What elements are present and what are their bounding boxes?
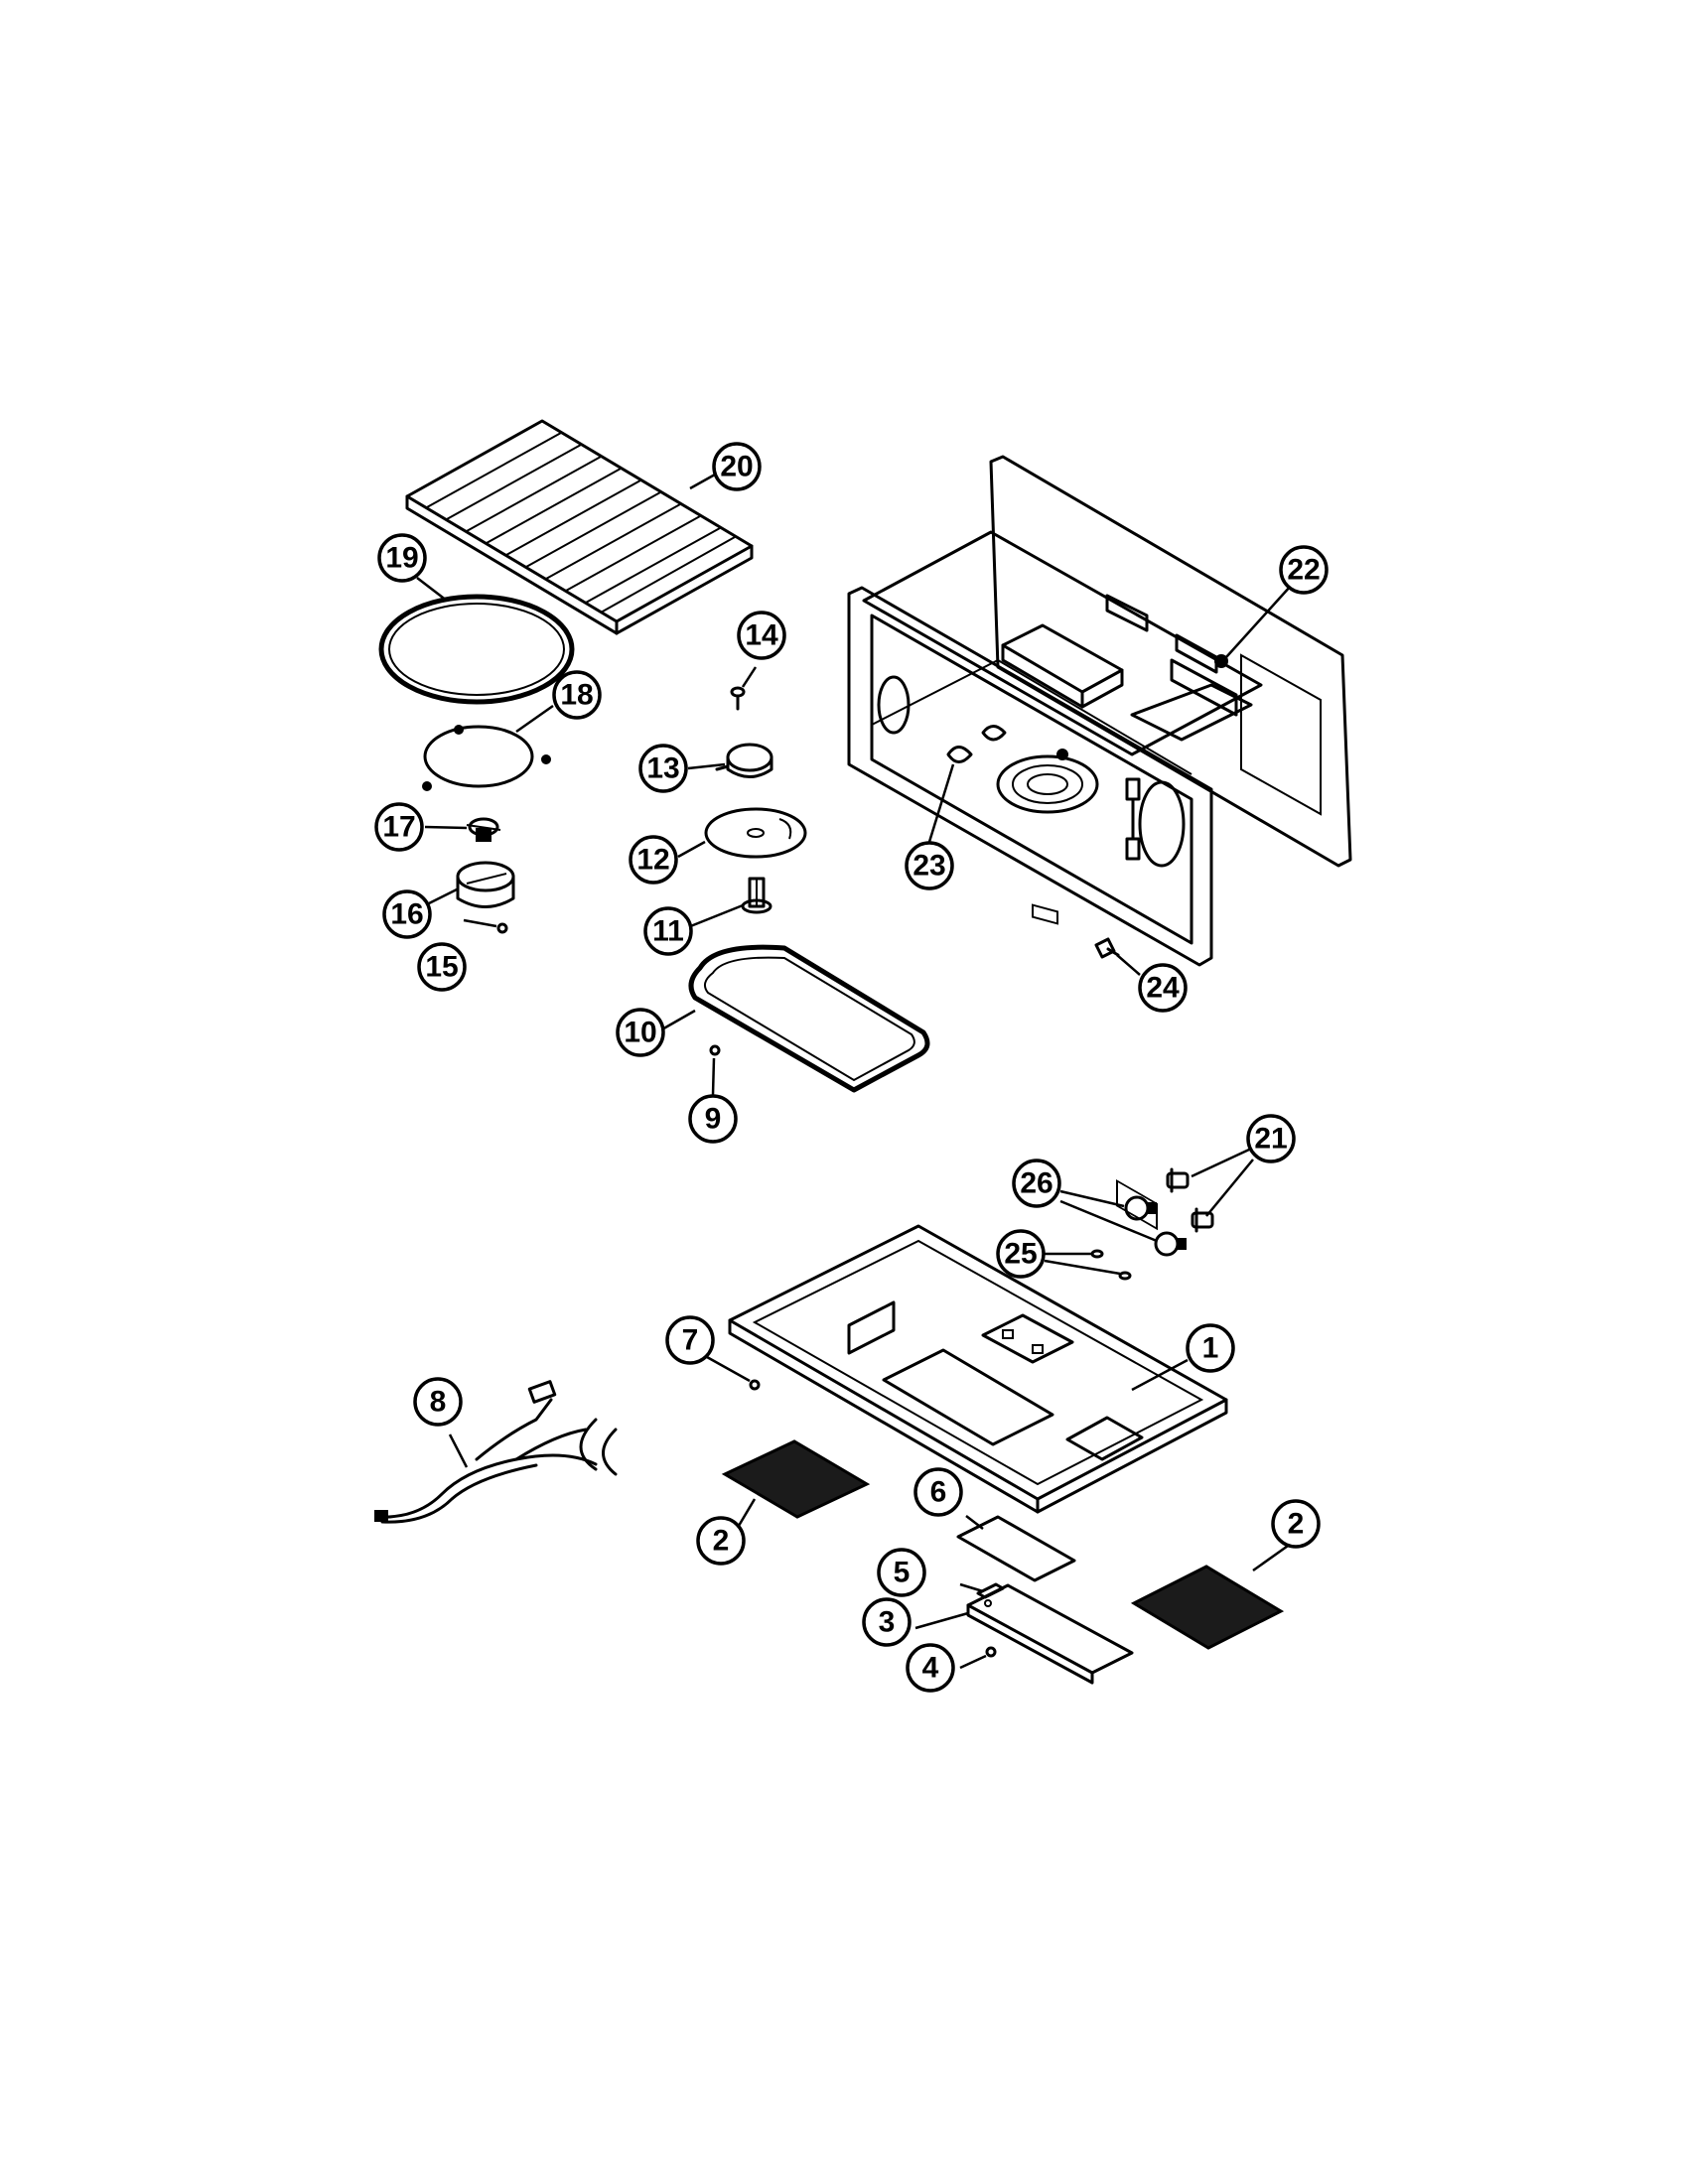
bulb-icon [1124, 1195, 1187, 1257]
grease-filter-icon [1130, 1565, 1285, 1650]
motor-icon [456, 861, 515, 908]
svg-text:11: 11 [652, 915, 684, 948]
svg-text:2: 2 [713, 1525, 730, 1558]
cabinet-icon [847, 455, 1352, 1231]
coupler-icon [741, 877, 772, 914]
lens-icon [956, 1515, 1076, 1582]
screw-icon [985, 1646, 997, 1658]
svg-text:6: 6 [930, 1476, 947, 1509]
svg-text:18: 18 [560, 679, 593, 712]
screw-icon [749, 1379, 761, 1391]
svg-text:20: 20 [720, 451, 753, 483]
callout-1: 1 [1186, 1323, 1235, 1373]
callout-19: 19 [377, 533, 427, 583]
svg-text:5: 5 [894, 1557, 911, 1589]
lamp-socket-icon [1166, 1167, 1214, 1233]
svg-text:26: 26 [1020, 1167, 1052, 1200]
svg-text:3: 3 [879, 1606, 896, 1639]
svg-text:13: 13 [646, 752, 679, 785]
callout-16: 16 [382, 889, 432, 939]
svg-text:21: 21 [1254, 1123, 1287, 1156]
turntable-motor-icon [715, 743, 773, 778]
callout-12: 12 [629, 835, 678, 885]
callout-26: 26 [1012, 1159, 1061, 1208]
base-frame-icon [688, 944, 930, 1093]
screw-icon [496, 922, 508, 934]
callout-23: 23 [905, 841, 954, 890]
svg-text:14: 14 [745, 619, 778, 652]
callout-15: 15 [417, 942, 467, 992]
callout-4: 4 [906, 1643, 955, 1693]
svg-text:17: 17 [382, 811, 415, 844]
svg-text:8: 8 [430, 1386, 447, 1419]
callout-2-right: 2 [1271, 1499, 1321, 1549]
light-cover-icon [966, 1583, 1134, 1685]
callout-17: 17 [374, 802, 424, 852]
svg-text:9: 9 [705, 1103, 722, 1136]
svg-text:15: 15 [425, 951, 458, 984]
callout-10: 10 [616, 1008, 665, 1057]
coupling-icon [466, 817, 501, 842]
grease-filter-icon [721, 1439, 871, 1519]
callout-20: 20 [712, 442, 762, 491]
oven-rack-icon [405, 419, 754, 635]
svg-text:24: 24 [1146, 972, 1180, 1005]
svg-text:22: 22 [1287, 554, 1320, 587]
callout-14: 14 [737, 611, 786, 660]
callout-6: 6 [913, 1467, 963, 1517]
callout-25: 25 [996, 1229, 1046, 1279]
callout-24: 24 [1138, 963, 1188, 1013]
callout-9: 9 [688, 1094, 738, 1144]
svg-text:23: 23 [912, 850, 945, 883]
callout-7: 7 [665, 1315, 715, 1365]
callout-3: 3 [862, 1597, 912, 1647]
screw-icon [1090, 1249, 1132, 1281]
callout-11: 11 [643, 906, 693, 956]
callout-21: 21 [1246, 1114, 1296, 1163]
callout-22: 22 [1279, 545, 1329, 595]
svg-text:2: 2 [1288, 1508, 1305, 1541]
svg-text:19: 19 [385, 542, 418, 575]
screw-icon [1094, 937, 1120, 959]
svg-text:16: 16 [390, 898, 423, 931]
leader-lines [416, 473, 1292, 1670]
callout-5: 5 [877, 1548, 926, 1597]
bottom-plate-icon [728, 1224, 1228, 1514]
callout-13: 13 [638, 744, 688, 793]
roller-ring-icon [378, 594, 575, 705]
roller-guide-icon [422, 725, 551, 791]
callout-2-left: 2 [696, 1516, 746, 1566]
svg-text:4: 4 [922, 1652, 939, 1685]
svg-text:10: 10 [624, 1017, 656, 1049]
turntable-tray-icon [704, 807, 807, 859]
screw-icon [730, 686, 746, 711]
svg-text:1: 1 [1202, 1332, 1219, 1365]
callout-8: 8 [413, 1377, 463, 1427]
svg-text:25: 25 [1004, 1238, 1037, 1271]
wire-harness-icon [374, 1380, 618, 1524]
svg-text:7: 7 [682, 1324, 699, 1357]
svg-text:12: 12 [636, 844, 669, 877]
screw-icon [709, 1044, 721, 1056]
callout-18: 18 [552, 670, 602, 720]
